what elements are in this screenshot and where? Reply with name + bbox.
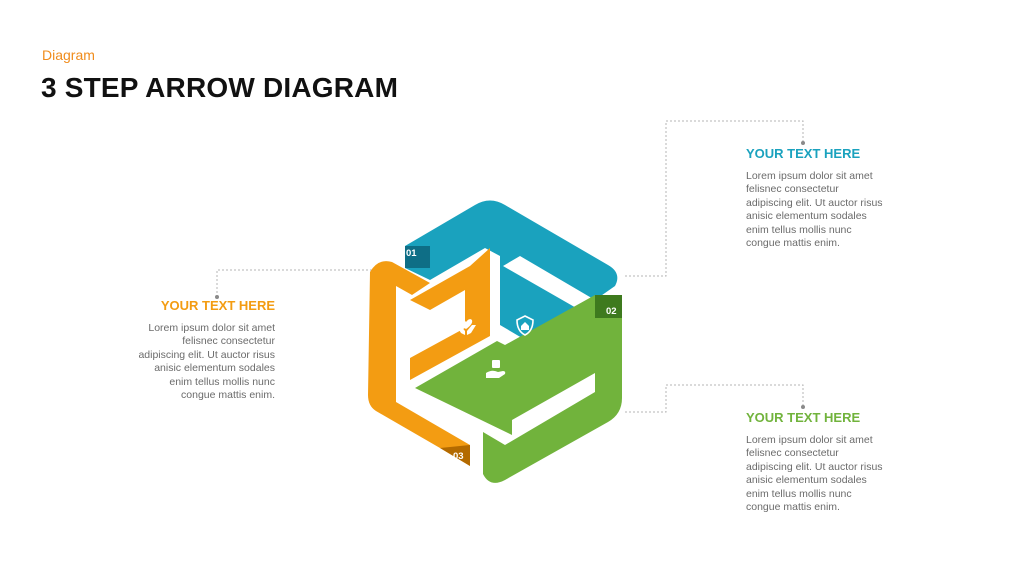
connector-bottom-right: [625, 384, 804, 413]
callout-body: Lorem ipsum dolor sit amet felisnec cons…: [746, 434, 883, 514]
callout-body: Lorem ipsum dolor sit amet felisnec cons…: [746, 170, 883, 250]
callout-step-2: YOUR TEXT HERE Lorem ipsum dolor sit ame…: [746, 410, 886, 514]
callout-body: Lorem ipsum dolor sit amet felisnec cons…: [138, 322, 275, 402]
step-2-arrow: [415, 295, 622, 483]
slide-eyebrow: Diagram: [42, 47, 95, 63]
callout-step-3: YOUR TEXT HERE Lorem ipsum dolor sit ame…: [135, 298, 275, 402]
connector-dot: [801, 405, 805, 409]
connector-lines: [216, 120, 804, 413]
step-1-number: 01: [406, 248, 417, 259]
hands-holding-heart-icon: [456, 319, 476, 335]
connector-dot: [215, 295, 219, 299]
step-3-number: 03: [453, 451, 464, 462]
callout-heading: YOUR TEXT HERE: [746, 410, 861, 425]
shield-home-icon: [516, 315, 534, 336]
step-3-arrow: [368, 248, 490, 466]
connector-dots: [215, 141, 805, 409]
callout-heading: YOUR TEXT HERE: [746, 146, 861, 161]
callout-step-1: YOUR TEXT HERE Lorem ipsum dolor sit ame…: [746, 146, 886, 250]
connector-dot: [801, 141, 805, 145]
connector-left: [216, 269, 372, 296]
step-2-number: 02: [606, 306, 617, 317]
connector-top-right: [625, 120, 804, 277]
hand-holding-box-icon: [486, 360, 506, 378]
callout-heading: YOUR TEXT HERE: [160, 298, 275, 313]
slide-title: 3 STEP ARROW DIAGRAM: [41, 72, 399, 103]
